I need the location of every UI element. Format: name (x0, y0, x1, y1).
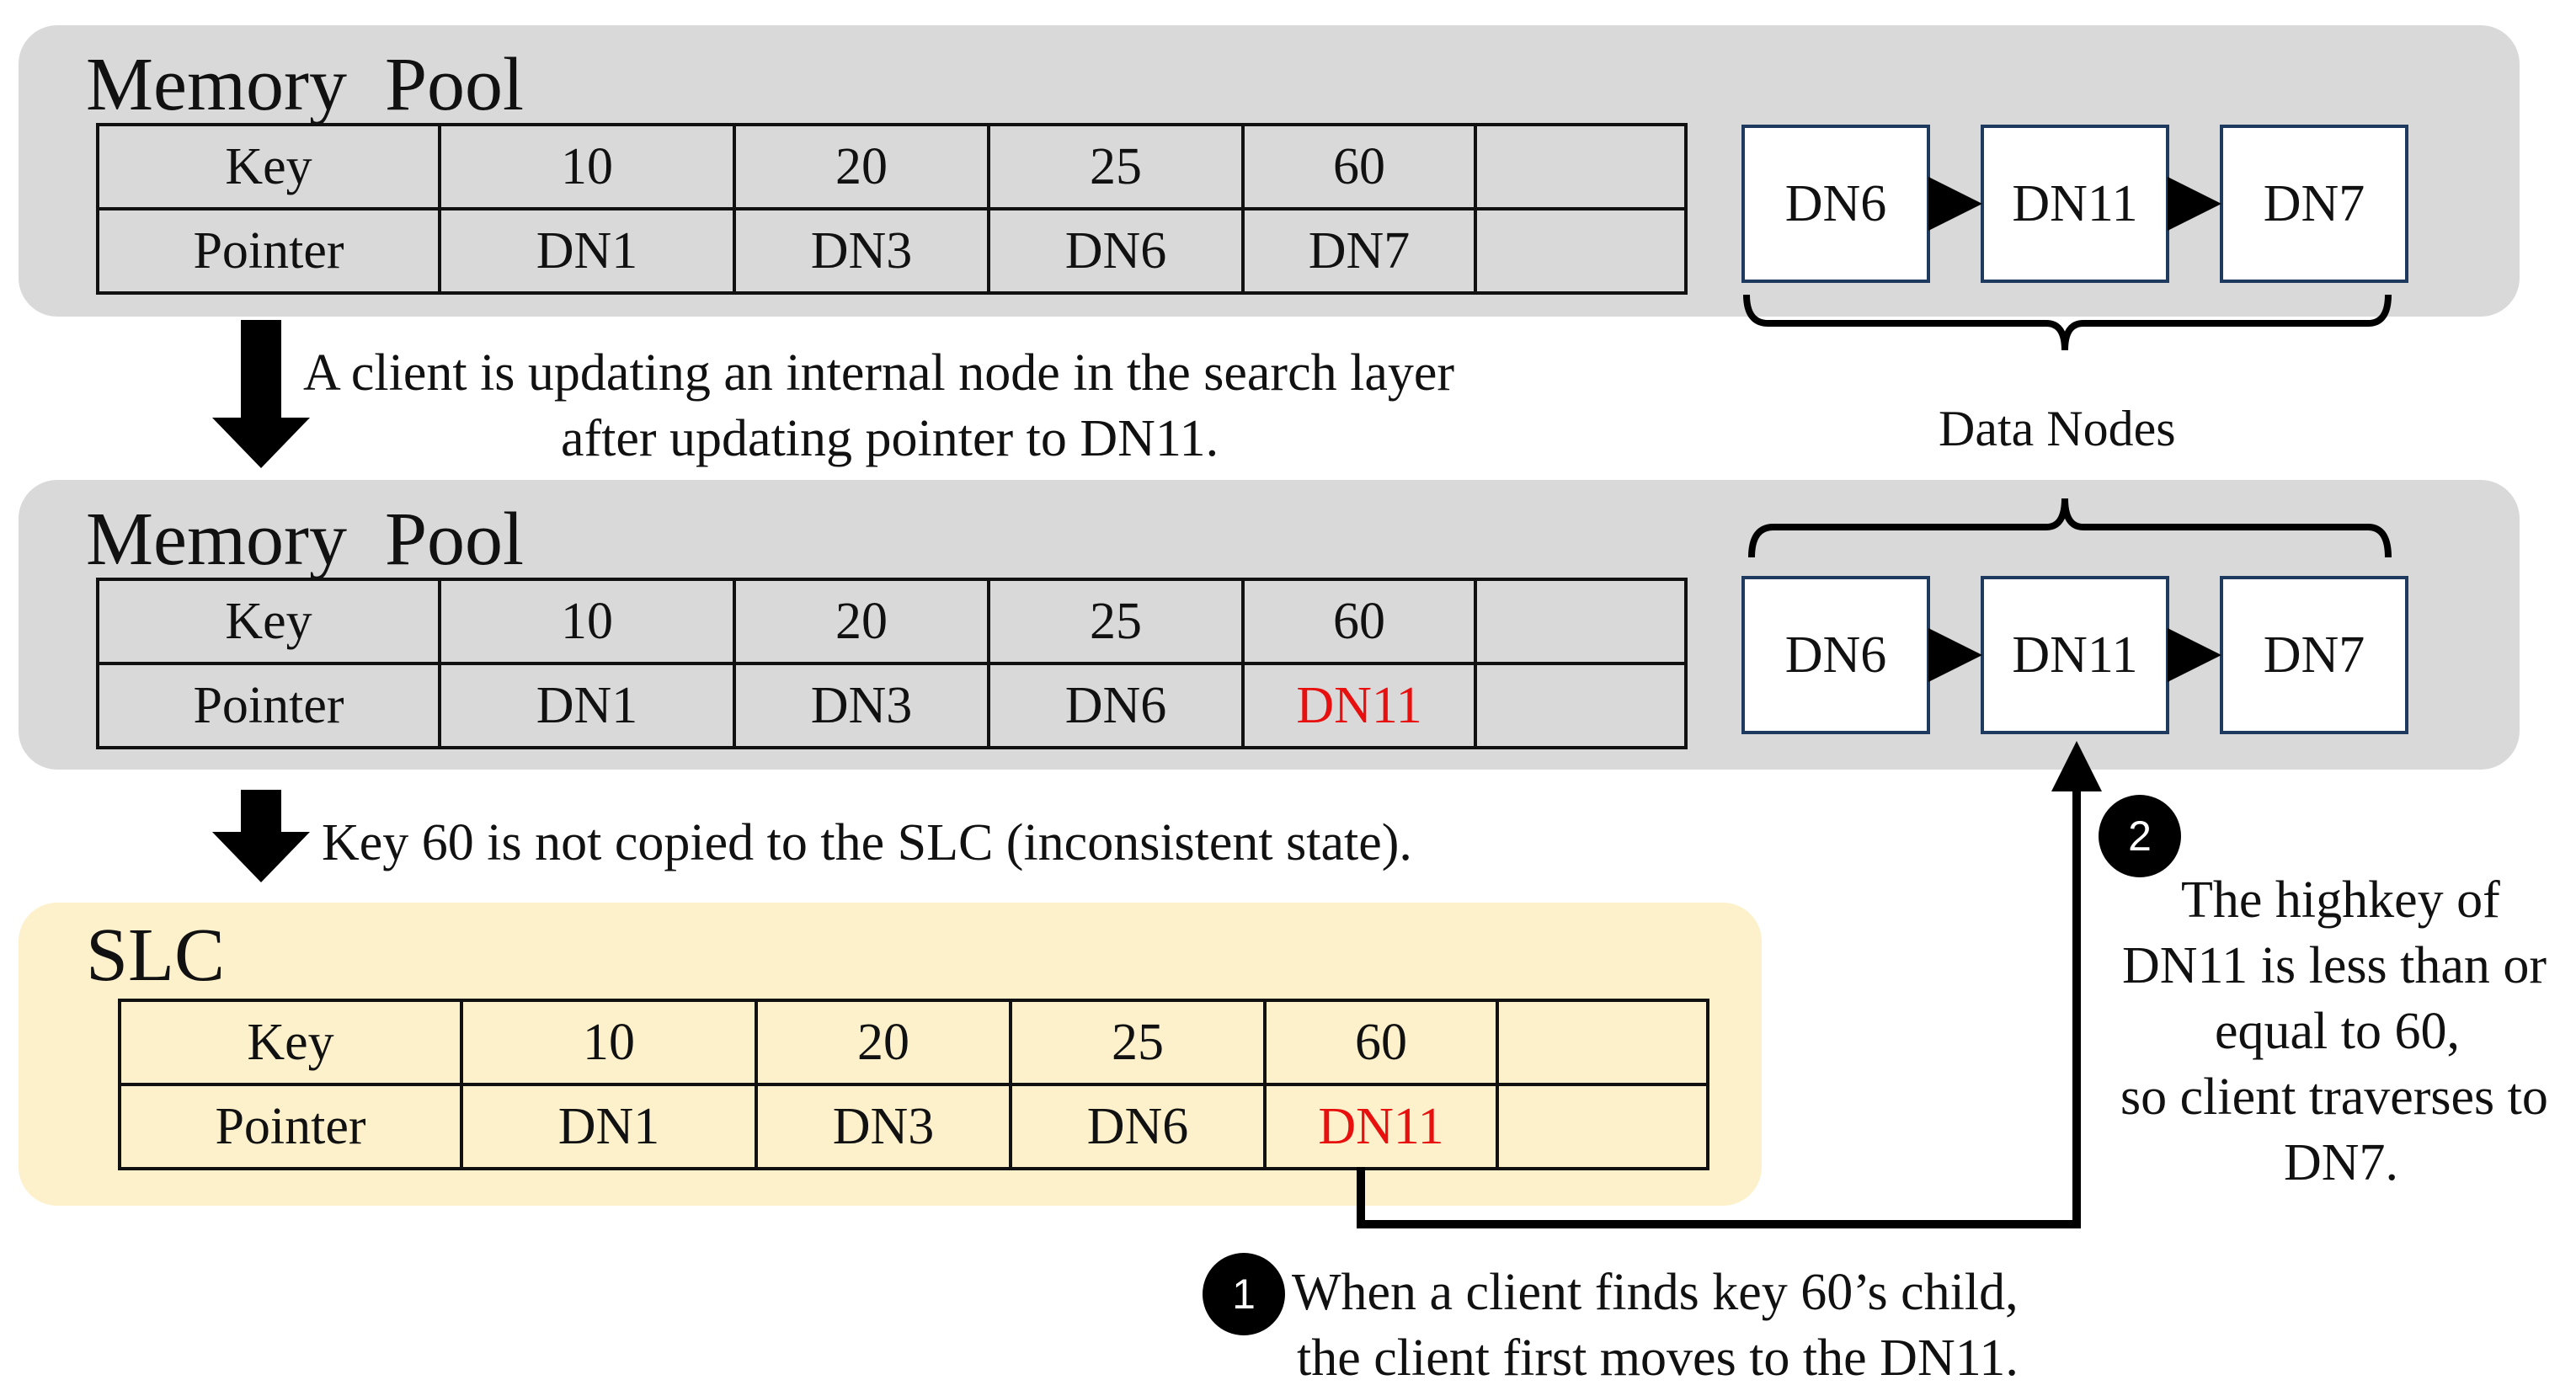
step-1-line2: the client first moves to the DN11. (1297, 1329, 2019, 1387)
table-row: Key 10 20 25 60 (96, 578, 1688, 665)
step-2-line: DN11 is less than or (2122, 937, 2547, 994)
table-cell (1474, 578, 1688, 665)
step-2-line: DN7. (2284, 1134, 2399, 1191)
slc-pointer-cell: DN11 (1263, 1083, 1499, 1170)
table-cell: DN3 (733, 207, 990, 295)
table-cell: Pointer (96, 207, 441, 295)
table-cell: 60 (1241, 123, 1477, 210)
table-cell: 10 (438, 578, 736, 665)
memory-pool-title-top: Memory Pool (86, 43, 525, 126)
table-cell: 25 (987, 578, 1245, 665)
table-row: Pointer DN1 DN3 DN6 DN11 (96, 662, 1688, 749)
data-node-dn7-middle: DN7 (2220, 576, 2408, 734)
data-nodes-label: Data Nodes (1939, 401, 2176, 456)
table-cell: DN1 (438, 207, 736, 295)
table-row: Pointer DN1 DN3 DN6 DN7 (96, 207, 1688, 295)
down-arrow-icon (212, 320, 310, 468)
down-arrow-icon (212, 790, 310, 882)
table-cell: Pointer (118, 1083, 463, 1170)
traversal-connector (1357, 741, 2102, 1228)
table-cell: DN3 (733, 662, 990, 749)
data-node-dn6-middle: DN6 (1741, 576, 1930, 734)
table-cell: Key (96, 578, 441, 665)
table-cell: 20 (755, 999, 1012, 1086)
key-pointer-table-top: Key 10 20 25 60 Pointer DN1 DN3 DN6 DN7 (96, 123, 1688, 295)
data-node-dn7-top: DN7 (2220, 125, 2408, 283)
table-cell: 60 (1241, 578, 1477, 665)
table-row: Key 10 20 25 60 (118, 999, 1709, 1086)
update-text-line2: after updating pointer to DN11. (561, 410, 1219, 467)
table-row: Key 10 20 25 60 (96, 123, 1688, 210)
not-copied-text: Key 60 is not copied to the SLC (inconsi… (322, 814, 1412, 871)
step-2-line: equal to 60, (2215, 1003, 2460, 1060)
brace-middle (1748, 498, 2392, 558)
slc-title: SLC (86, 914, 226, 997)
table-cell (1474, 123, 1688, 210)
table-cell (1474, 662, 1688, 749)
table-cell (1496, 999, 1709, 1086)
table-cell: DN6 (987, 207, 1245, 295)
table-cell: 10 (438, 123, 736, 210)
table-cell: DN1 (460, 1083, 758, 1170)
table-cell: Key (118, 999, 463, 1086)
memory-pool-title-middle: Memory Pool (86, 498, 525, 581)
step-2-badge: 2 (2099, 795, 2181, 877)
table-cell: Key (96, 123, 441, 210)
table-cell: 20 (733, 123, 990, 210)
table-cell: 20 (733, 578, 990, 665)
table-row: Pointer DN1 DN3 DN6 DN11 (118, 1083, 1709, 1170)
table-cell: DN6 (1009, 1083, 1267, 1170)
step-1-line1: When a client finds key 60’s child, (1292, 1264, 2019, 1321)
table-cell (1474, 207, 1688, 295)
table-cell: DN1 (438, 662, 736, 749)
step-2-line: so client traverses to (2120, 1068, 2548, 1126)
table-cell: 25 (987, 123, 1245, 210)
table-cell: DN6 (987, 662, 1245, 749)
updated-pointer-cell: DN11 (1241, 662, 1477, 749)
table-cell: 25 (1009, 999, 1267, 1086)
step-2-line: The highkey of (2181, 871, 2500, 929)
table-cell: 10 (460, 999, 758, 1086)
table-cell: DN7 (1241, 207, 1477, 295)
key-pointer-table-middle: Key 10 20 25 60 Pointer DN1 DN3 DN6 DN11 (96, 578, 1688, 749)
data-node-dn11-middle: DN11 (1981, 576, 2169, 734)
key-pointer-table-slc: Key 10 20 25 60 Pointer DN1 DN3 DN6 DN11 (118, 999, 1709, 1170)
table-cell: 60 (1263, 999, 1499, 1086)
table-cell: Pointer (96, 662, 441, 749)
table-cell: DN3 (755, 1083, 1012, 1170)
brace-top (1743, 294, 2392, 351)
table-cell (1496, 1083, 1709, 1170)
update-text-line1: A client is updating an internal node in… (303, 344, 1454, 402)
step-1-badge: 1 (1203, 1253, 1285, 1335)
